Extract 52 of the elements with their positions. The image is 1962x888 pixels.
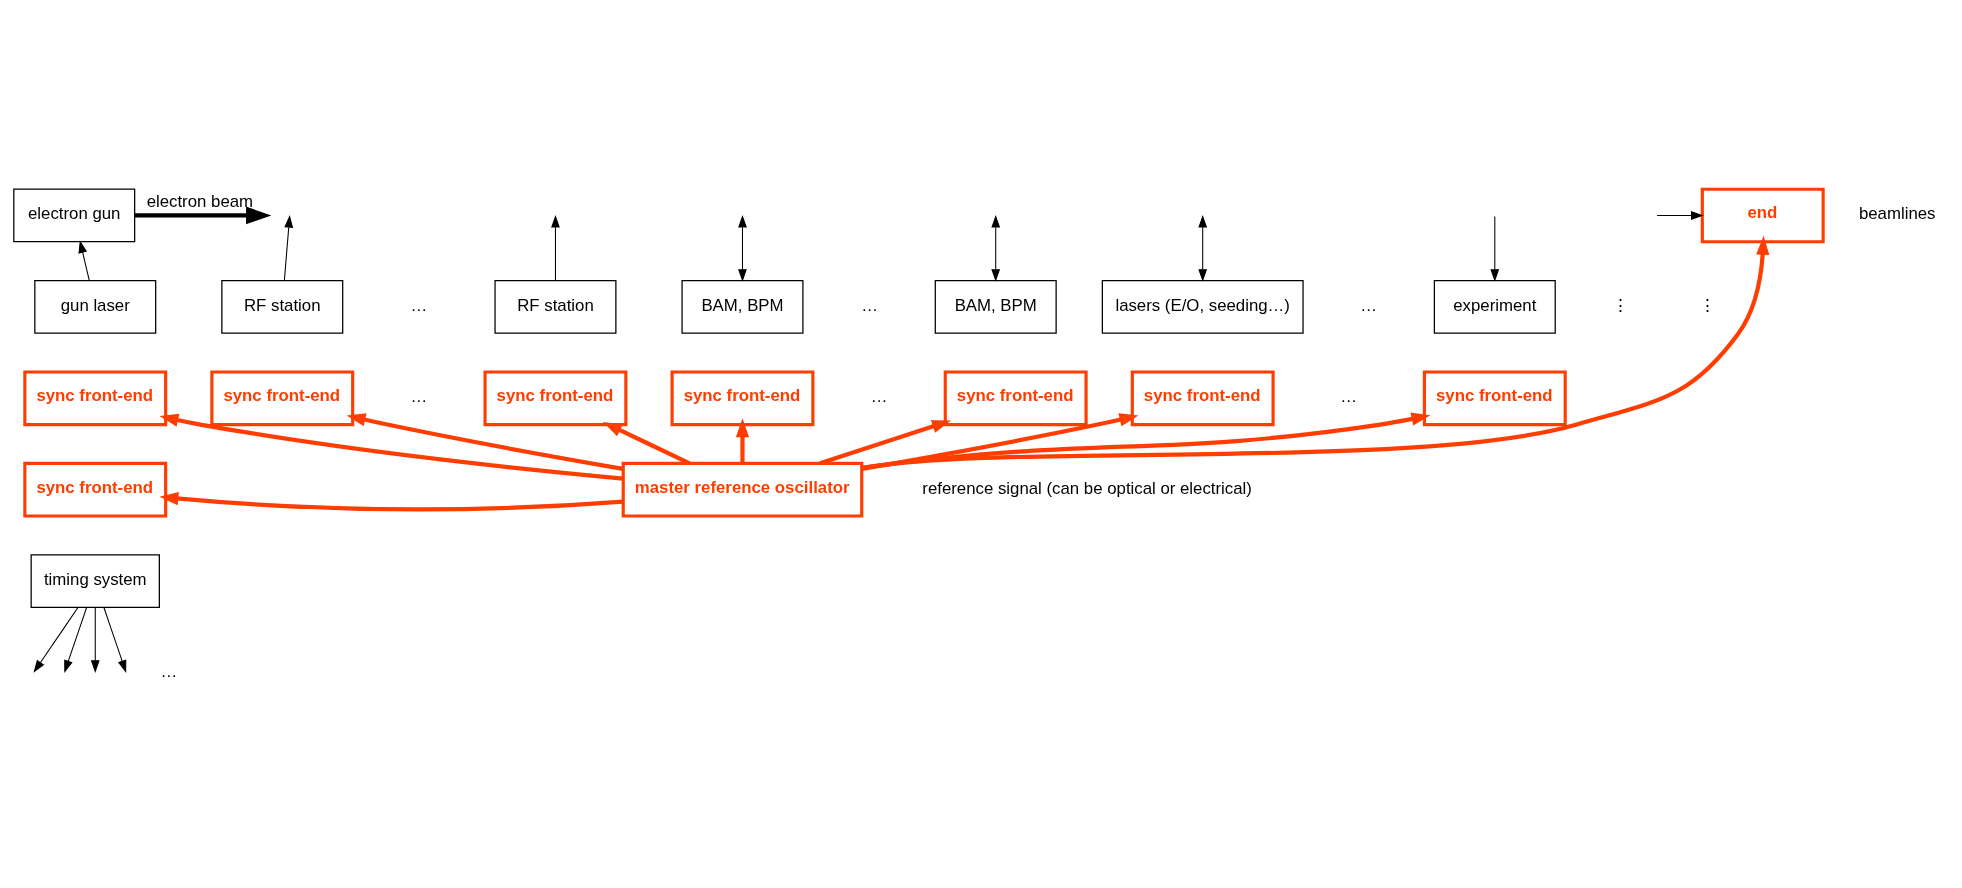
label: ⋮	[1698, 295, 1716, 315]
node-box: end	[1700, 187, 1825, 244]
arrow	[33, 607, 79, 673]
arrow	[861, 412, 1431, 471]
node-box: sync front-end	[670, 370, 815, 427]
label: …	[870, 387, 888, 407]
arrow	[283, 215, 294, 281]
label: …	[1340, 387, 1358, 407]
label: reference signal (can be optical or electrical)	[922, 478, 1252, 498]
label: beamlines	[1858, 204, 1936, 224]
arrow	[735, 418, 750, 464]
node-box: BAM, BPM	[681, 280, 804, 334]
node-box: electron gun	[13, 188, 136, 243]
label: ⋮	[1612, 295, 1630, 315]
arrow	[134, 206, 272, 225]
node-box: sync front-end	[23, 370, 168, 427]
node-box: sync front-end	[483, 370, 628, 427]
arrow	[991, 215, 1001, 282]
label: …	[160, 661, 178, 681]
arrow	[78, 240, 90, 281]
node-box: BAM, BPM	[934, 280, 1057, 334]
arrow	[90, 607, 100, 673]
arrow	[346, 413, 624, 471]
arrow	[64, 607, 88, 673]
arrow	[1490, 216, 1500, 282]
arrow	[159, 413, 624, 481]
arrow	[861, 413, 1139, 471]
node-box: sync front-end	[210, 370, 355, 427]
node-box: lasers (E/O, seeding…)	[1101, 280, 1304, 334]
arrow	[159, 491, 624, 512]
node-box: gun laser	[34, 280, 157, 334]
arrow	[819, 420, 951, 466]
arrow	[1198, 215, 1208, 282]
node-box: sync front-end	[943, 370, 1088, 427]
label: …	[861, 295, 879, 315]
label: …	[1360, 295, 1378, 315]
node-box: sync front-end	[1422, 370, 1567, 427]
node-box: timing system	[30, 554, 160, 608]
arrow	[861, 235, 1770, 470]
node-box: experiment	[1433, 280, 1556, 334]
arrow	[1656, 211, 1704, 220]
node-box: RF station	[221, 280, 344, 334]
arrow	[103, 607, 127, 673]
arrow	[551, 215, 560, 281]
node-box: RF station	[494, 280, 617, 334]
label: …	[410, 387, 428, 407]
node-box: sync front-end	[23, 461, 168, 518]
node-box: sync front-end	[1130, 370, 1275, 427]
edge-label: electron beam	[146, 191, 254, 211]
label: …	[410, 295, 428, 315]
arrow	[738, 215, 747, 282]
node-box: master reference oscillator	[621, 461, 864, 518]
